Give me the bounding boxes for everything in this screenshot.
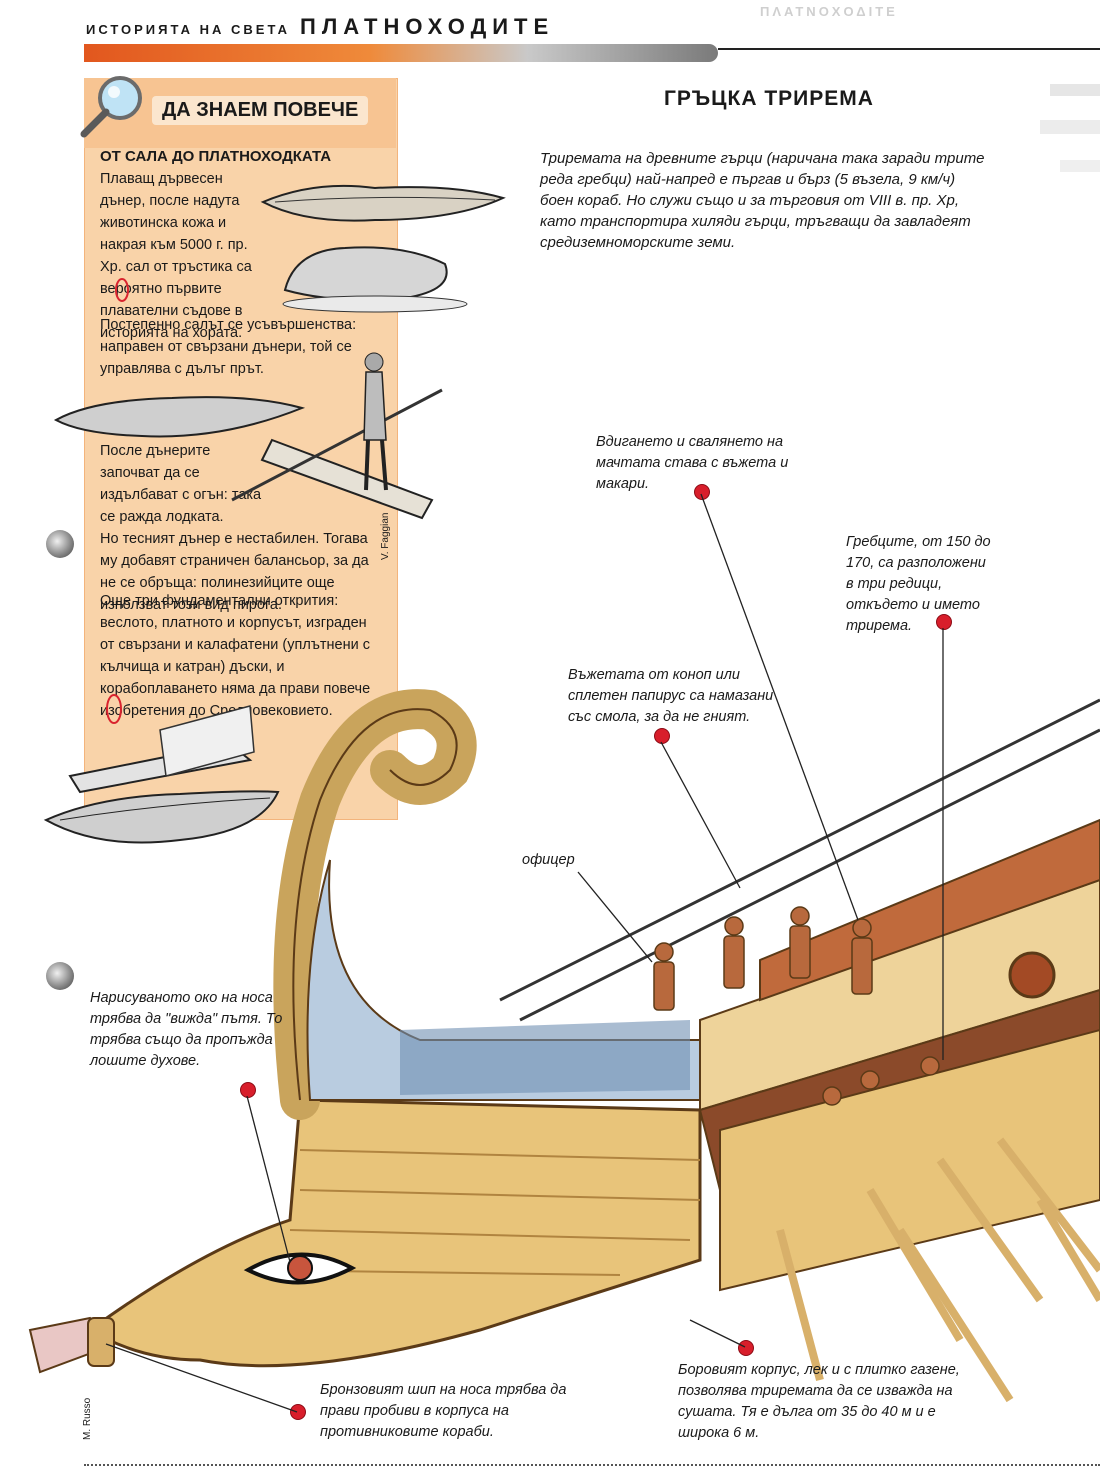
binder-hole bbox=[46, 962, 74, 990]
sidebar-paragraph: Постепенно салът се усъвършенства: напра… bbox=[100, 317, 357, 377]
callout-dot bbox=[738, 1340, 754, 1356]
article-title: ГРЪЦКА ТРИРЕМА bbox=[664, 87, 874, 110]
header-color-bar bbox=[84, 44, 718, 62]
annotation-mast: Вдигането и свалянето на мачтата става с… bbox=[596, 434, 789, 492]
dugout-canoes-illustration bbox=[43, 705, 280, 844]
sidebar-paragraph: После дънерите започват да се издълбават… bbox=[100, 443, 262, 525]
chapter-title: ПЛАТНОХОДИТЕ bbox=[300, 14, 555, 39]
callout-dot bbox=[694, 484, 710, 500]
bleed-through-text: ΠΛΑΤΝΟΧΟΔΙΤΕ bbox=[760, 4, 898, 19]
pen-mark bbox=[115, 278, 129, 302]
annotation-hull: Боровият корпус, лек и с плитко газене, … bbox=[678, 1362, 960, 1441]
series-title: ИСТОРИЯТА НА СВЕТА bbox=[86, 22, 290, 37]
magnifier-icon bbox=[80, 76, 142, 138]
sidebar-paragraph: Още три фундаментални открития: веслото,… bbox=[100, 593, 371, 719]
annotation-ram: Бронзовият шип на носа трябва да прави п… bbox=[320, 1382, 567, 1440]
callout-dot bbox=[936, 614, 952, 630]
reed-raft-with-pole-illustration bbox=[53, 352, 443, 520]
annotation-officer: офицер bbox=[522, 852, 575, 868]
header-rule bbox=[718, 48, 1100, 50]
annotation-ropes: Въжетата от коноп или сплетен папирус са… bbox=[568, 667, 774, 725]
bleed-through-shapes bbox=[1040, 84, 1100, 172]
article-intro: Триремата на древните гърци (наричана та… bbox=[540, 150, 985, 251]
binder-hole bbox=[46, 530, 74, 558]
log-and-skin-boats-illustration bbox=[260, 184, 506, 313]
sidebar-heading: ДА ЗНАЕМ ПОВЕЧЕ bbox=[152, 96, 369, 125]
sidebar-subheading: ОТ САЛА ДО ПЛАТНОХОДКАТА bbox=[100, 148, 332, 165]
sidebar-paragraph: Но тесният дънер е нестабилен. Тогава му… bbox=[100, 531, 369, 613]
footer-dotted-rule bbox=[84, 1464, 1100, 1466]
artist-credit: M. Russo bbox=[82, 1397, 93, 1440]
sidebar-paragraph: Плаващ дървесен дънер, после надута живо… bbox=[100, 171, 252, 341]
annotation-eye: Нарисуваното око на носа трябва да "вижд… bbox=[90, 990, 283, 1069]
pen-mark bbox=[106, 694, 122, 724]
annotation-rowers: Гребците, от 150 до 170, са разположени … bbox=[846, 534, 991, 634]
callout-dot bbox=[290, 1404, 306, 1420]
